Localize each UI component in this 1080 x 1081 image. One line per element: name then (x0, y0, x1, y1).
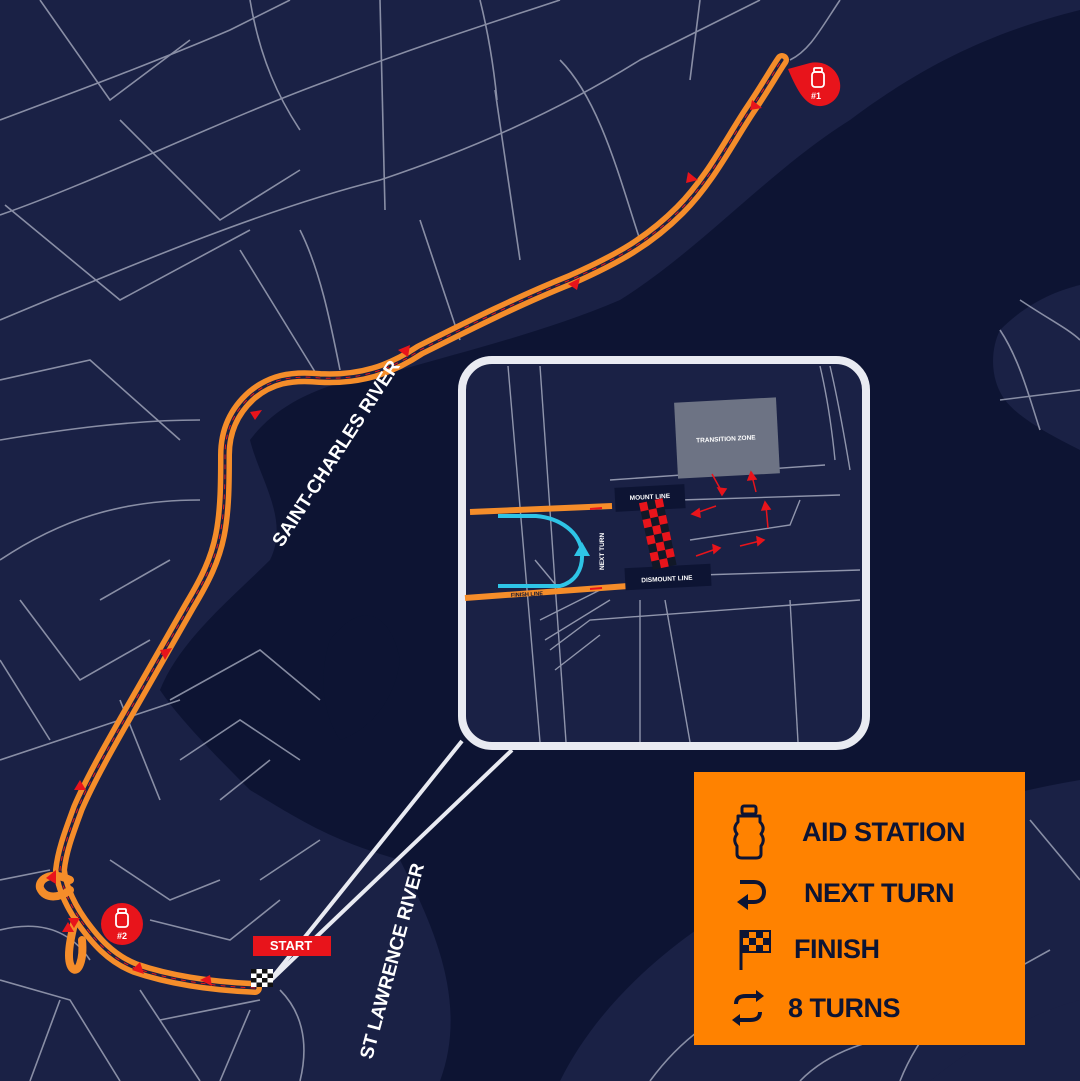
start-marker[interactable]: START (251, 936, 331, 987)
direction-arrow-icon (686, 172, 698, 183)
run-route (35, 53, 789, 995)
water-bottle-icon (811, 67, 825, 88)
legend-label-turns: 8 TURNS (788, 992, 901, 1023)
water-bottle-icon (115, 908, 129, 928)
aid-station-2-marker[interactable]: #2 (101, 903, 143, 945)
direction-arrow-icon (62, 922, 74, 932)
island (993, 285, 1080, 450)
checkered-flag-icon (739, 930, 771, 970)
aid-station-2-label: #2 (117, 931, 127, 941)
transition-zone-label: TRANSITION ZONE (696, 434, 757, 444)
direction-arrow-icon (750, 100, 762, 110)
direction-arrow-icon (250, 410, 262, 420)
route-loop (64, 916, 87, 974)
aid-station-1-label: #1 (811, 91, 821, 101)
legend-label-next-turn: NEXT TURN (804, 877, 955, 908)
water-bottle-icon (733, 804, 765, 860)
direction-arrow-icon (398, 345, 410, 357)
river-water (323, 615, 400, 740)
mount-line-label: MOUNT LINE (630, 493, 671, 502)
finish-line-label: FINISH LINE (511, 591, 544, 599)
route-direction-arrows (46, 100, 762, 986)
direction-arrow-icon (46, 870, 56, 884)
aid-station-1-marker[interactable]: #1 (788, 62, 841, 107)
legend-label-finish: FINISH (794, 933, 880, 964)
legend-item-turns: 8 TURNS (728, 990, 901, 1026)
checkered-flag-icon (251, 969, 273, 987)
direction-arrow-icon (568, 278, 580, 290)
legend-item-aid-station: AID STATION (732, 804, 966, 860)
direction-arrow-icon (160, 648, 172, 660)
dismount-line-label: DISMOUNT LINE (641, 575, 693, 585)
start-label: START (270, 938, 312, 953)
direction-arrow-icon (74, 780, 86, 790)
legend-item-next-turn: NEXT TURN (734, 876, 955, 910)
transition-inset: TRANSITION ZONE NEXT TURN MOUNT LINE DIS… (458, 356, 870, 750)
inset-direction-arrows (690, 470, 772, 557)
direction-arrow-icon (68, 918, 80, 928)
direction-arrow-icon (200, 975, 212, 986)
legend-item-finish: FINISH (738, 928, 880, 970)
direction-arrow-icon (132, 962, 144, 974)
map-legend: AID STATION NEXT TURN FINISH 8 TURNS (694, 772, 1025, 1045)
u-turn-arrow-icon (737, 880, 767, 910)
inset-roads (507, 365, 861, 743)
checkered-finish-area (638, 498, 677, 570)
mount-line-bar (614, 484, 686, 512)
next-turn-arrow-icon (574, 542, 590, 556)
next-turn-label: NEXT TURN (599, 533, 606, 571)
legend-label-aid-station: AID STATION (802, 816, 966, 847)
transition-zone-box (674, 397, 780, 479)
dismount-line-bar (624, 563, 712, 591)
loop-arrows-icon (732, 990, 764, 1026)
